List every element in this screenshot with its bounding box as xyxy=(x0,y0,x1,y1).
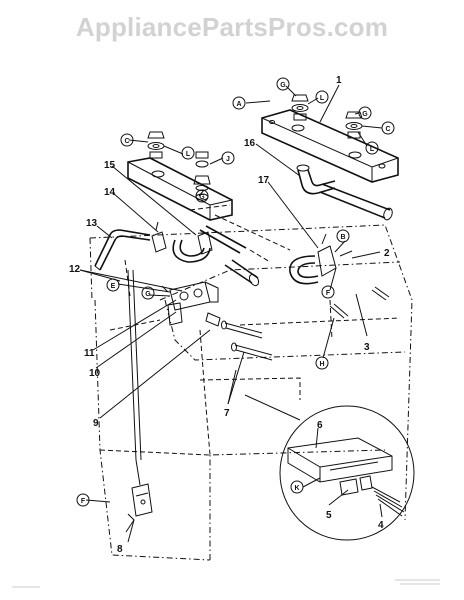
label-13: 13 xyxy=(86,218,98,229)
callout-E-text: E xyxy=(111,283,116,290)
label-8: 8 xyxy=(117,544,123,555)
orifice-spud-left xyxy=(151,221,213,255)
label-5: 5 xyxy=(326,510,332,521)
burner-bracket-left xyxy=(127,157,233,221)
callout-L-top-text: L xyxy=(320,95,325,102)
callout-K-text: K xyxy=(294,485,299,492)
label-2: 2 xyxy=(384,248,390,259)
callout-C-left-text: C xyxy=(124,138,129,145)
callout-B: B xyxy=(336,229,350,243)
callout-G-left: G xyxy=(195,189,209,203)
callout-J-text: J xyxy=(226,156,230,163)
screws-right xyxy=(329,286,390,319)
callout-E: E xyxy=(106,278,120,292)
part-number-labels: 1 2 3 4 5 6 7 8 9 10 11 12 13 14 15 16 1… xyxy=(69,75,390,555)
callout-F-left-text: F xyxy=(81,498,86,505)
callout-L-right: L xyxy=(365,141,379,155)
callout-C-left: C xyxy=(120,133,134,147)
callout-C-right: C xyxy=(381,121,395,135)
burner-tube-left xyxy=(172,225,260,287)
callout-G-right-text: G xyxy=(362,111,368,118)
burner-bracket-right xyxy=(261,109,399,183)
valve-assembly xyxy=(161,281,219,326)
burner-u-tube-right xyxy=(289,233,337,285)
callout-G-right: G xyxy=(358,106,372,120)
detail-inset xyxy=(244,394,415,541)
callout-G-top-text: G xyxy=(280,82,286,89)
label-16: 16 xyxy=(244,138,256,149)
callout-A-text: A xyxy=(236,101,241,108)
gas-feed-tube xyxy=(94,229,151,271)
callout-L-right-text: L xyxy=(370,146,375,153)
callout-J: J xyxy=(221,151,235,165)
callout-G-valve-text: G xyxy=(145,291,151,298)
callout-L-top: L xyxy=(315,90,329,104)
label-15: 15 xyxy=(104,160,116,171)
callout-G-left-text: G xyxy=(199,194,205,201)
nut-stack-top xyxy=(291,94,309,121)
callout-B-text: B xyxy=(340,234,345,241)
label-4: 4 xyxy=(378,520,384,531)
label-17: 17 xyxy=(258,175,270,186)
label-14: 14 xyxy=(104,187,116,198)
nut-stack-left xyxy=(147,131,165,159)
callout-G-top: G xyxy=(276,77,290,91)
callout-F-right-text: F xyxy=(326,290,331,297)
callout-C-right-text: C xyxy=(385,126,390,133)
callout-H: H xyxy=(315,356,329,370)
callout-L-left-text: L xyxy=(186,151,191,158)
callout-F-left: F xyxy=(76,493,90,507)
callout-K: K xyxy=(290,480,304,494)
range-body-outline xyxy=(89,204,413,561)
callout-G-valve: G xyxy=(141,286,155,300)
label-7: 7 xyxy=(224,408,230,419)
callout-H-text: H xyxy=(319,361,324,368)
label-11: 11 xyxy=(84,348,95,359)
label-9: 9 xyxy=(93,418,99,429)
label-1: 1 xyxy=(336,75,342,86)
leader-lines xyxy=(79,84,383,543)
callout-F-right: F xyxy=(321,285,335,299)
watermark: AppliancePartsPros.com xyxy=(75,12,389,42)
callout-L-left: L xyxy=(181,146,195,160)
screws-center xyxy=(205,312,273,361)
label-12: 12 xyxy=(69,264,81,275)
vertical-gas-pipe xyxy=(127,269,142,486)
label-3: 3 xyxy=(364,342,370,353)
label-10: 10 xyxy=(89,368,101,379)
callout-A: A xyxy=(232,96,246,110)
bottom-clip-bracket xyxy=(125,483,153,533)
corner-print-marks xyxy=(12,579,440,588)
burner-tube-right xyxy=(296,164,393,221)
label-6: 6 xyxy=(317,420,323,431)
